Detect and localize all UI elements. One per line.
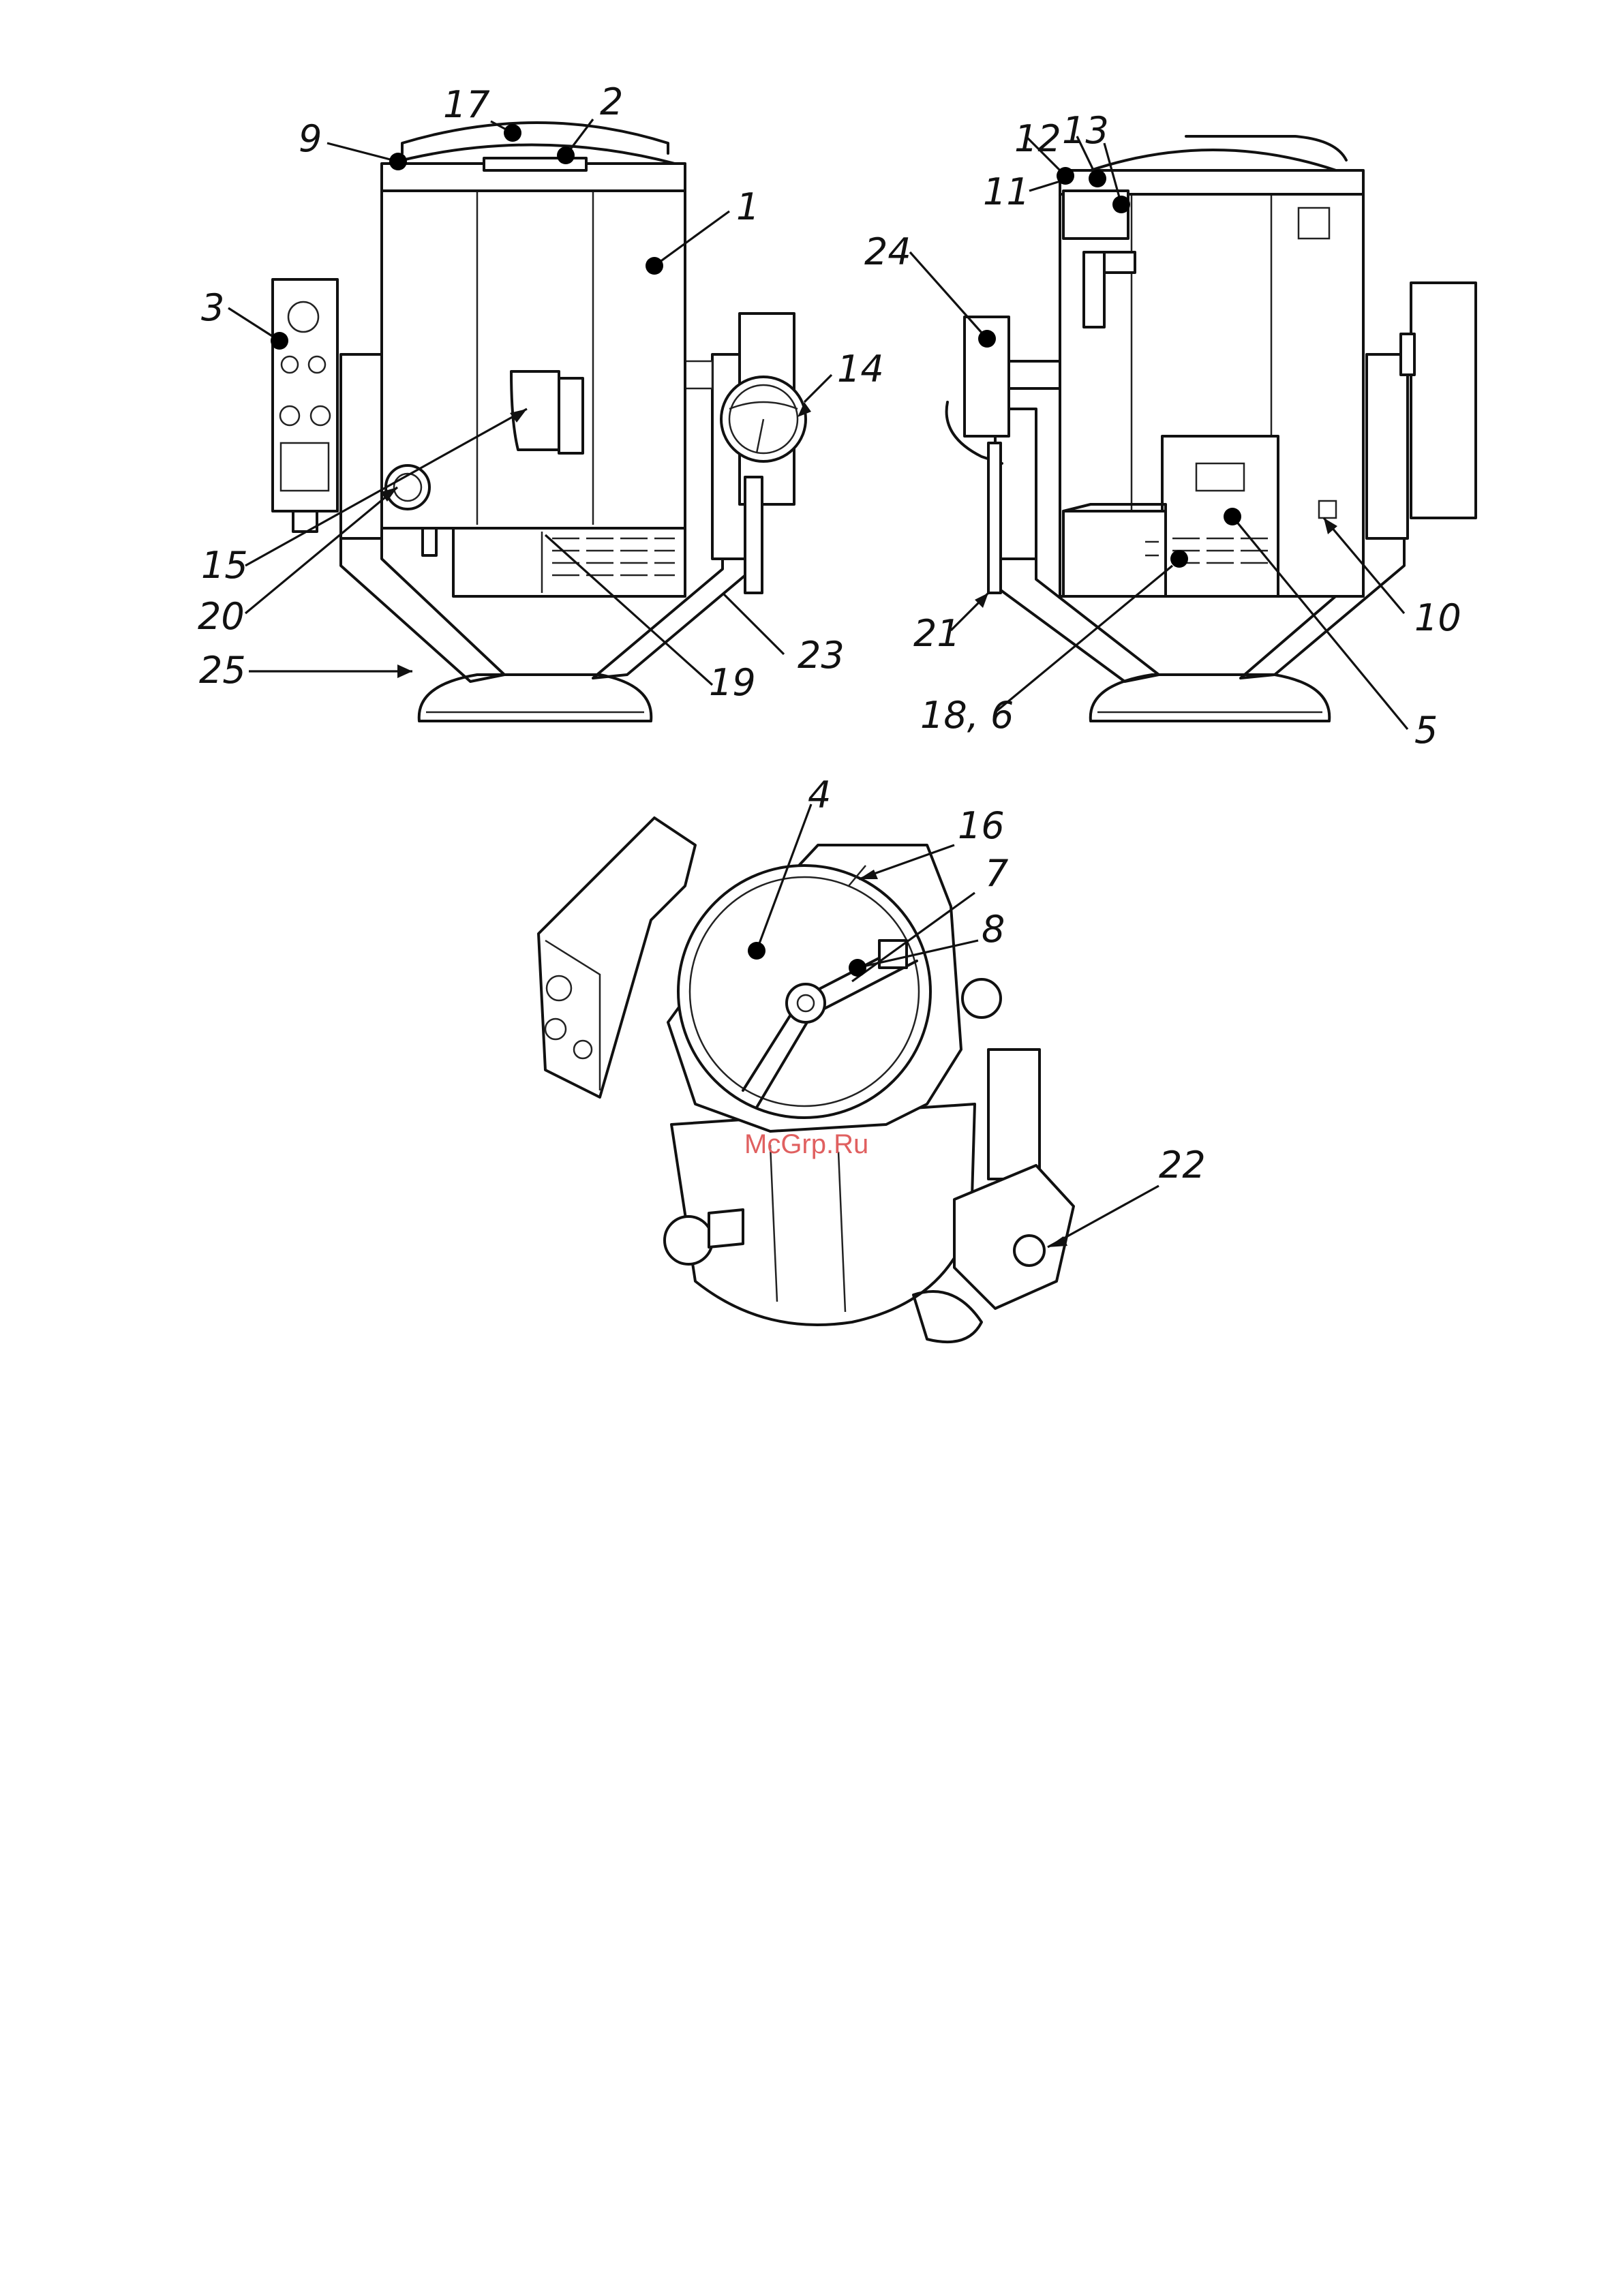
callout-12: 12 — [1014, 117, 1061, 160]
callout-18-6: 18, 6 — [920, 694, 1014, 737]
callout-25: 25 — [199, 649, 246, 692]
callout-7: 7 — [985, 852, 1008, 895]
front-view — [273, 123, 806, 721]
watermark: McGrp.Ru — [744, 1129, 868, 1159]
callout-20: 20 — [198, 595, 245, 638]
callout-2: 2 — [600, 80, 623, 123]
callout-8: 8 — [982, 908, 1005, 951]
isometric-view — [539, 818, 1074, 1342]
callout-13: 13 — [1062, 109, 1109, 152]
callout-24: 24 — [864, 230, 911, 273]
callout-5: 5 — [1414, 709, 1438, 752]
callout-23: 23 — [798, 634, 845, 677]
callout-1: 1 — [736, 185, 759, 228]
callout-21: 21 — [913, 612, 960, 655]
callout-10: 10 — [1414, 596, 1461, 639]
callout-4: 4 — [808, 774, 831, 816]
callout-3: 3 — [201, 286, 224, 329]
callout-9: 9 — [299, 117, 322, 160]
callout-16: 16 — [958, 804, 1005, 847]
callout-17: 17 — [443, 83, 490, 126]
callout-14: 14 — [837, 348, 884, 391]
callout-19: 19 — [709, 661, 756, 704]
back-view — [947, 136, 1476, 721]
callout-15: 15 — [201, 544, 248, 587]
callout-11: 11 — [983, 170, 1030, 213]
callout-22: 22 — [1159, 1144, 1206, 1187]
